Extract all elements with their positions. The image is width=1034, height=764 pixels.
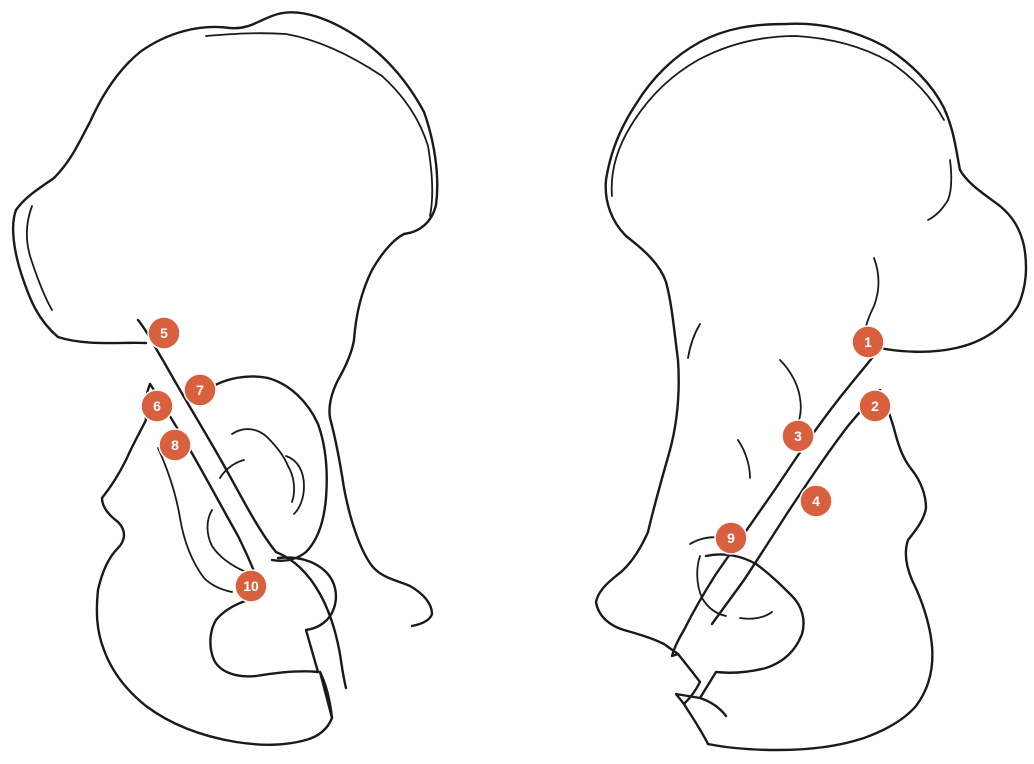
right-iliac-crest-inner: [612, 36, 952, 220]
marker-2: 2: [859, 390, 891, 422]
right-fracture-line-a: [672, 348, 880, 656]
right-gluteal-line: [688, 258, 879, 478]
left-hip-bone: [13, 12, 437, 745]
marker-label: 3: [794, 428, 802, 444]
left-iliopubic-line: [158, 448, 232, 592]
marker-10: 10: [235, 570, 267, 602]
right-anterior-border: [596, 450, 678, 654]
marker-label: 6: [153, 398, 161, 414]
right-fracture-gap-lower: [676, 654, 726, 744]
left-ischial-tuberosity: [210, 558, 336, 677]
left-acetabulum-inner: [208, 429, 305, 572]
marker-layer: 1 2 3 4 5 6 7 8: [141, 317, 891, 602]
right-iliac-wing-outline: [606, 24, 1026, 450]
marker-9: 9: [715, 522, 747, 554]
marker-label: 1: [864, 334, 872, 350]
marker-3: 3: [782, 420, 814, 452]
marker-label: 8: [171, 437, 179, 453]
marker-1: 1: [852, 326, 884, 358]
marker-8: 8: [159, 429, 191, 461]
right-hip-bone: [596, 24, 1026, 750]
marker-label: 10: [243, 578, 259, 594]
marker-label: 7: [196, 382, 204, 398]
marker-label: 9: [727, 530, 735, 546]
right-posterior-border: [708, 390, 932, 750]
marker-7: 7: [184, 374, 216, 406]
left-iliac-wing-outline: [13, 12, 437, 418]
left-iliac-crest-inner: [27, 33, 432, 310]
left-posterior-border: [330, 418, 432, 626]
marker-4: 4: [800, 485, 832, 517]
marker-5: 5: [148, 317, 180, 349]
left-fracture-gap-lower: [276, 552, 346, 718]
marker-6: 6: [141, 390, 173, 422]
left-fracture-line-a: [138, 320, 276, 552]
marker-label: 4: [812, 493, 820, 509]
marker-label: 2: [871, 398, 879, 414]
marker-label: 5: [160, 325, 168, 341]
